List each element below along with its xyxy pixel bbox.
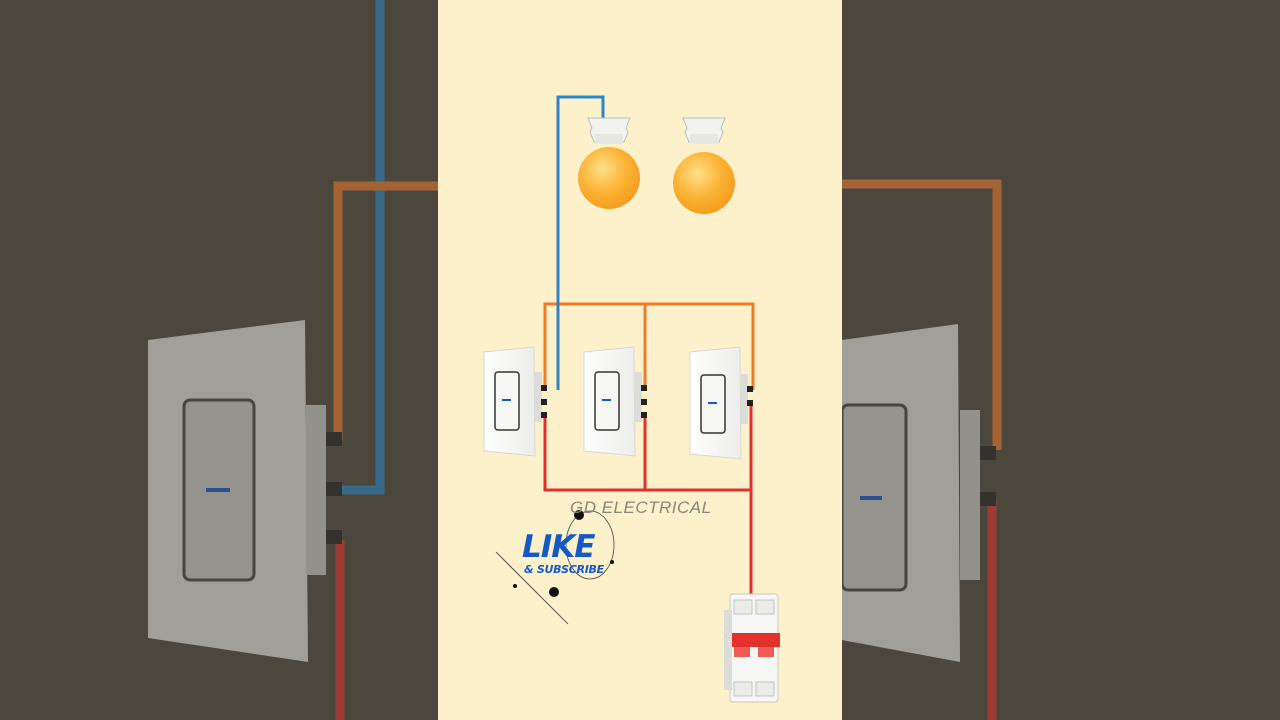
switch-terminal [641, 385, 647, 391]
like-subscribe-badge[interactable]: LIKE & SUBSCRIBE [522, 530, 622, 580]
bg-orange-wire-right [842, 179, 1002, 450]
bulb-icon [578, 117, 640, 209]
bulb-icon [673, 117, 735, 214]
switch-terminal [747, 400, 753, 406]
bulb-cap [690, 134, 718, 144]
bg-switch-side-right [960, 410, 980, 580]
switch-terminal [747, 386, 753, 392]
switch-indicator [502, 399, 511, 401]
bg-switch-indicator [206, 488, 230, 492]
decor-dot [610, 560, 614, 564]
diagram-canvas [483, 95, 780, 703]
blue-lamp-wire [556, 95, 605, 390]
background-right-art [842, 179, 1002, 720]
background-left-art [148, 0, 438, 720]
bulb-cap [595, 134, 623, 144]
switch-icon [583, 346, 647, 457]
bg-blue-wire [342, 0, 385, 495]
like-label: LIKE [522, 529, 595, 565]
breaker-handle [728, 633, 780, 647]
breaker-handle-left [734, 647, 750, 657]
orange-loop-wire [543, 302, 755, 390]
switch-terminal [541, 385, 547, 391]
bg-terminal-right-1 [980, 446, 996, 460]
bulb-glass [578, 147, 640, 209]
background-left-panel [0, 0, 438, 720]
decor-dot [549, 587, 559, 597]
switch-icon [689, 346, 753, 460]
bulb-glass [673, 152, 735, 214]
switch-terminal [541, 399, 547, 405]
switch-terminal [641, 399, 647, 405]
background-right-panel [842, 0, 1280, 720]
decor-ring [565, 510, 615, 580]
circuit-breaker-icon [724, 593, 780, 703]
bg-switch-indicator-right [860, 496, 882, 500]
bg-terminal-1 [326, 432, 342, 446]
switch-body [741, 374, 748, 424]
red-phase-wire [543, 415, 753, 595]
decor-dot [513, 584, 517, 588]
subscribe-decoration [495, 510, 615, 625]
decor-line [495, 551, 569, 625]
switch-body [535, 372, 542, 422]
bg-switch-side [306, 405, 326, 575]
switch-terminal [541, 412, 547, 418]
bg-terminal-3 [326, 530, 342, 544]
switch-indicator [708, 402, 717, 404]
switch-icon [483, 346, 547, 457]
switch-terminal [641, 412, 647, 418]
bg-terminal-right-2 [980, 492, 996, 506]
switch-indicator [602, 399, 611, 401]
breaker-terminal [755, 599, 775, 615]
channel-watermark: GD ELECTRICAL [570, 498, 712, 517]
breaker-side [724, 610, 732, 690]
bg-orange-wire [333, 181, 438, 440]
subscribe-label: & SUBSCRIBE [524, 563, 604, 576]
decor-dot [574, 510, 584, 520]
wiring-diagram: GD ELECTRICAL LIKE & SUBSCRIBE [438, 0, 842, 720]
bg-terminal-2 [326, 482, 342, 496]
breaker-terminal [755, 681, 775, 697]
breaker-terminal [733, 599, 753, 615]
breaker-terminal [733, 681, 753, 697]
switch-body [635, 372, 642, 422]
breaker-handle-right [758, 647, 774, 657]
